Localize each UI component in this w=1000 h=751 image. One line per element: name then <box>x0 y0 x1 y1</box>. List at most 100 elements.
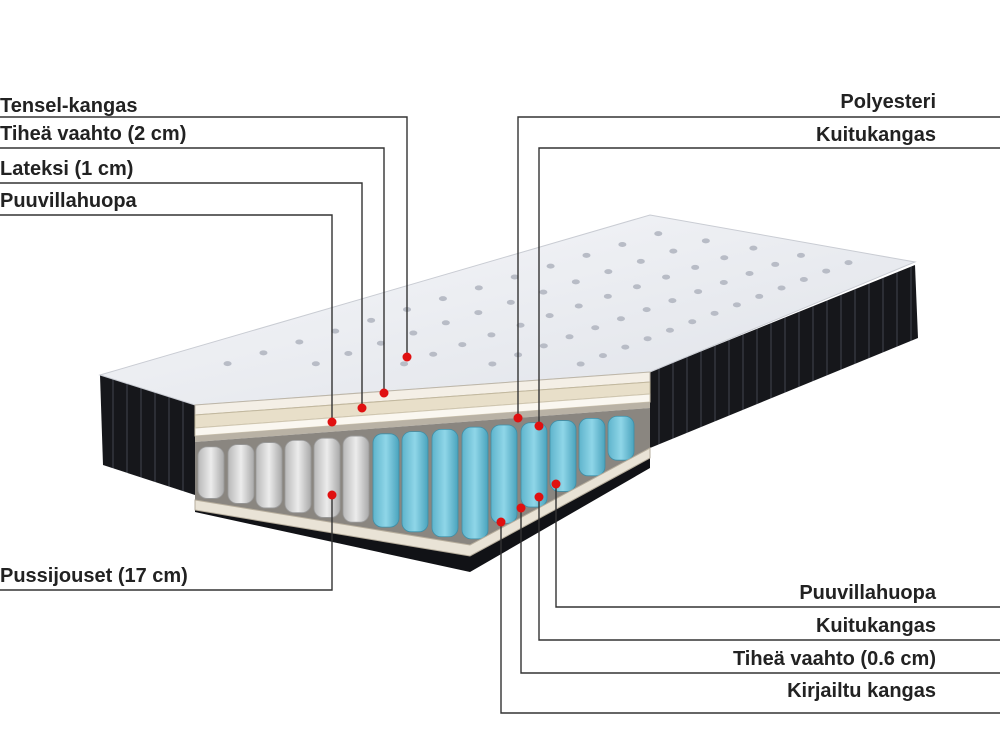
layer-felt <box>195 402 650 442</box>
quilt-tuft <box>777 285 786 291</box>
leader-felt-left <box>0 214 333 422</box>
quilt-tuft <box>295 339 304 345</box>
quilt-tuft <box>510 274 519 280</box>
quilt-tuft <box>545 313 554 319</box>
quilt-tuft <box>367 317 376 323</box>
pocket-spring <box>520 422 548 508</box>
pocket-spring <box>578 418 606 477</box>
leader-fabric-bottom <box>538 497 1000 641</box>
marker-felt-left <box>327 417 337 427</box>
label-cotton-felt-right: Puuvillahuopa <box>799 582 936 604</box>
quilt-tuft <box>771 261 780 267</box>
quilt-tuft <box>409 330 418 336</box>
marker-tensel <box>402 352 412 362</box>
quilt-tuft <box>604 269 613 275</box>
label-dense-foam-2cm: Tiheä vaahto (2 cm) <box>0 123 187 145</box>
marker-springs <box>327 490 337 500</box>
quilt-tuft <box>616 316 625 322</box>
marker-foam-06 <box>516 503 526 513</box>
label-fiber-fabric-bottom: Kuitukangas <box>815 615 936 637</box>
quilt-tuft <box>506 299 515 305</box>
quilt-tuft <box>669 248 678 254</box>
label-cotton-felt-left: Puuvillahuopa <box>0 190 137 212</box>
label-dense-foam-06cm: Tiheä vaahto (0.6 cm) <box>732 648 936 670</box>
quilt-tuft <box>259 350 268 356</box>
quilt-tuft <box>665 327 674 333</box>
mattress-side-right <box>650 265 918 448</box>
marker-latex <box>357 403 367 413</box>
quilt-tuft <box>618 242 627 247</box>
quilt-tuft <box>565 334 574 340</box>
quilt-tuft <box>487 332 496 338</box>
quilt-tuft <box>546 263 555 269</box>
marker-polyester <box>513 413 523 423</box>
pocket-spring <box>255 442 283 509</box>
quilt-tuft <box>691 264 700 270</box>
quilt-tuft <box>539 289 548 295</box>
mattress <box>98 214 918 572</box>
quilt-tuft <box>591 325 600 331</box>
pocket-spring <box>401 431 429 533</box>
quilt-tuft <box>701 238 710 244</box>
leader-embroidered <box>500 522 1000 714</box>
mattress-side-front <box>100 375 195 495</box>
leader-springs <box>0 495 333 591</box>
pocket-spring <box>197 446 225 499</box>
quilt-tuft <box>720 255 729 261</box>
pocket-spring <box>549 420 577 492</box>
pocket-spring <box>372 433 400 528</box>
marker-fabric-bottom <box>534 492 544 502</box>
quilt-tuft <box>539 343 548 349</box>
quilt-tuft <box>749 245 758 251</box>
quilt-tuft <box>311 361 320 367</box>
quilt-tuft <box>732 302 741 308</box>
quilt-tuft <box>662 274 671 280</box>
layer-bottom <box>194 447 651 557</box>
leader-polyester <box>517 116 1000 418</box>
quilt-tuft <box>755 293 764 299</box>
label-pocket-springs: Pussijouset (17 cm) <box>0 565 188 587</box>
quilt-tuft <box>694 289 703 295</box>
pocket-springs <box>197 415 635 540</box>
pocket-spring <box>227 444 255 504</box>
quilt-tuft <box>223 361 232 367</box>
quilt-tuft <box>642 307 651 313</box>
leader-felt-right <box>555 484 1000 608</box>
quilt-tuft <box>844 260 853 266</box>
quilt-tuft <box>643 336 652 342</box>
leader-lines <box>0 116 1000 714</box>
quilt-tuft <box>438 296 447 302</box>
label-polyester: Polyesteri <box>840 91 936 113</box>
quilt-tuft <box>799 277 808 283</box>
quilt-tuft <box>474 310 483 316</box>
quilt-tuft <box>331 328 340 334</box>
pocket-spring <box>461 426 489 540</box>
quilt-tuft <box>654 231 663 237</box>
quilt-tuft <box>441 320 450 326</box>
leader-fabric-top <box>538 147 1000 426</box>
marker-embroidered <box>496 517 506 527</box>
quilt-tuft <box>822 268 831 274</box>
pocket-spring <box>431 428 459 538</box>
quilt-tuft <box>632 284 641 290</box>
quilt-tuft <box>688 319 697 325</box>
pocket-spring <box>284 439 312 514</box>
quilt-tuft <box>576 361 585 367</box>
quilt-tuft <box>474 285 483 291</box>
label-embroidered-fabric: Kirjailtu kangas <box>787 680 936 702</box>
quilt-tuft <box>719 280 728 286</box>
quilt-tuft <box>582 252 591 258</box>
quilt-tuft <box>603 293 612 299</box>
label-tensel-fabric: Tensel-kangas <box>0 95 138 117</box>
quilt-tuft <box>574 303 583 309</box>
quilt-tuft <box>344 351 353 357</box>
quilt-tuft <box>598 353 607 359</box>
quilt-tuft <box>376 340 385 346</box>
quilt-tuft <box>668 298 677 304</box>
quilt-tuft <box>429 351 438 357</box>
marker-fabric-top <box>534 421 544 431</box>
quilt-tuft <box>710 310 719 316</box>
pocket-spring <box>313 437 341 518</box>
quilt-tuft <box>458 342 467 348</box>
